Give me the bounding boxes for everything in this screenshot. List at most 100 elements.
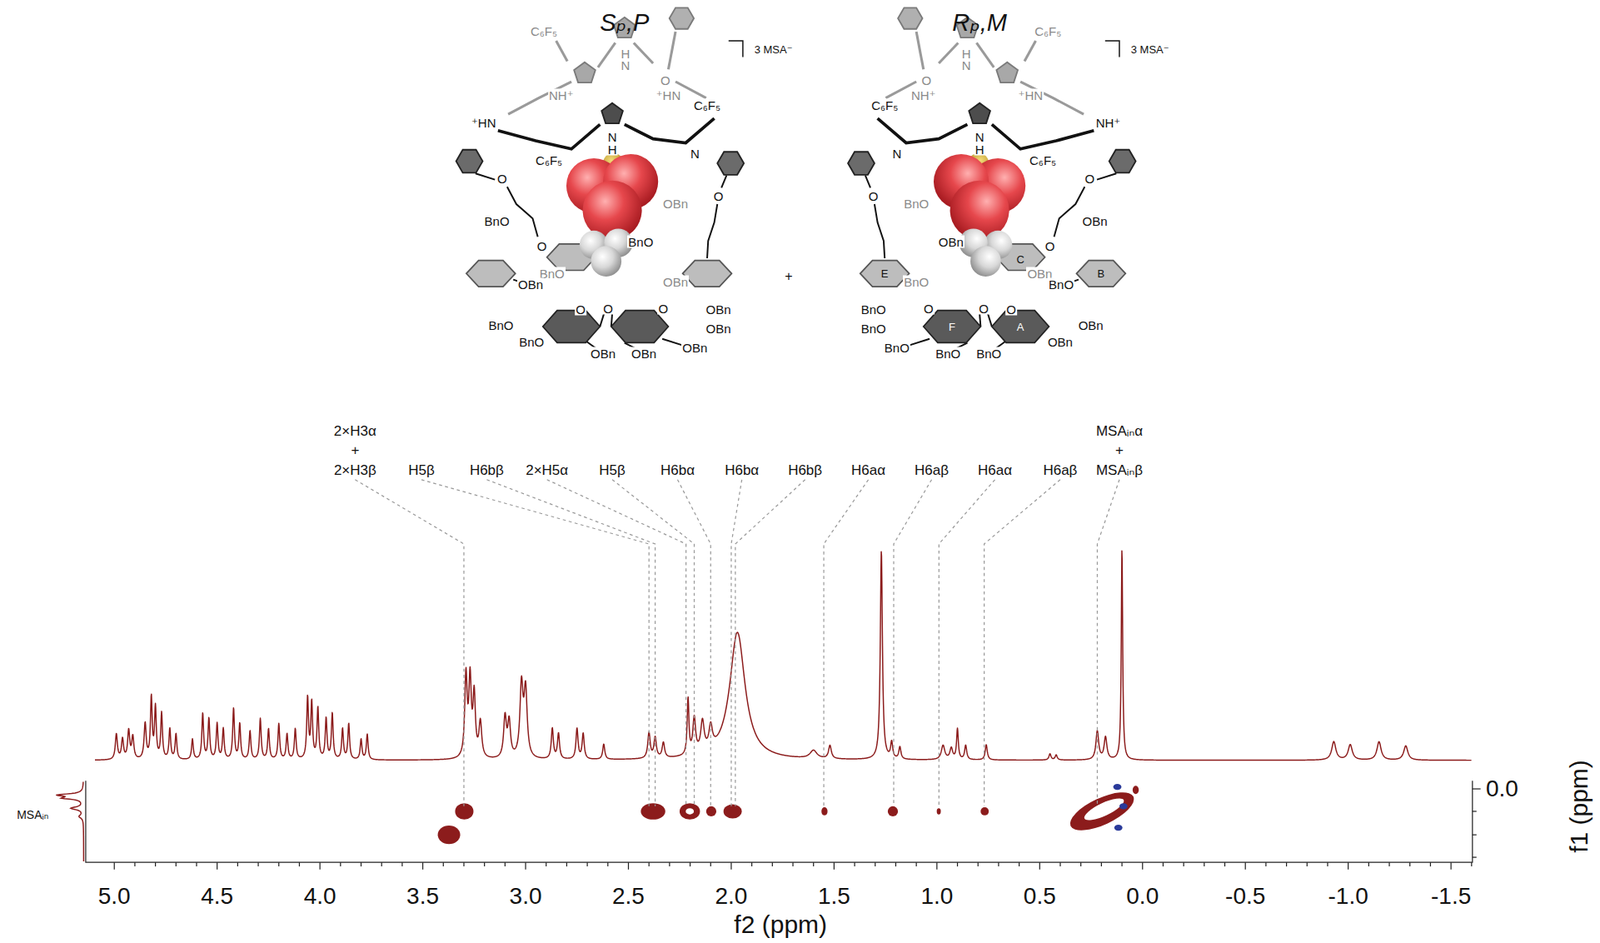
axis-minor-tick (874, 862, 876, 867)
axis-title: f1 (ppm) (1566, 759, 1592, 853)
axis-title: f2 (ppm) (733, 912, 828, 938)
axis-line (85, 780, 1473, 863)
negative-peak (1114, 824, 1123, 831)
axis-minor-tick (443, 862, 444, 867)
axis-minor-tick (895, 862, 897, 867)
cross-peak (821, 807, 828, 816)
axis-minor-tick (607, 862, 609, 867)
atom-label: H (607, 142, 619, 155)
axis-minor-tick (772, 862, 773, 867)
atom-label: N (974, 130, 986, 144)
counterion-label: 3 MSA⁻ (1131, 43, 1170, 55)
charge-bracket (728, 40, 743, 58)
atom-label: OBn (704, 303, 732, 316)
sugar-ring (466, 260, 516, 288)
sugar-ring (543, 310, 601, 344)
axis-minor-tick (751, 862, 753, 867)
atom-label: NH⁺ (548, 88, 575, 101)
cross-peak (887, 806, 898, 817)
cross-peak (937, 807, 942, 814)
cross-peak (706, 806, 717, 817)
axis-minor-tick (360, 862, 362, 867)
axis-minor-tick (1162, 862, 1164, 867)
tick-label: 1.0 (920, 884, 953, 908)
peak-assignment: MSAᵢₙβ (1096, 462, 1143, 477)
atom-label: O (496, 172, 509, 185)
assignment-leader (938, 479, 995, 807)
axis-minor-tick (1306, 862, 1308, 867)
methyl-sphere (590, 245, 622, 277)
atom-label: ⁺HN (1017, 88, 1045, 101)
axis-minor-tick (1368, 862, 1370, 867)
axis-tick (1472, 810, 1477, 812)
atom-label: OBn (517, 277, 544, 290)
axis-minor-tick (381, 862, 383, 867)
axis-minor-tick (134, 862, 135, 867)
atom-label: BnO (860, 303, 888, 316)
axis-minor-tick (1059, 862, 1061, 867)
bond-line (633, 42, 653, 64)
peak-assignment: + (1115, 443, 1124, 458)
atom-label: BnO (488, 318, 515, 331)
pyrrole-ring (601, 103, 624, 124)
tick-label: 2.0 (714, 884, 748, 908)
atom-label: BnO (627, 235, 654, 249)
axis-minor-tick (792, 862, 793, 867)
atom-label: OBn (662, 196, 689, 210)
peak-assignment: MSAᵢₙα (1096, 423, 1143, 439)
axis-minor-tick (1018, 862, 1020, 867)
axis-tick (1450, 862, 1452, 870)
atom-label: OBn (704, 322, 732, 335)
axis-minor-tick (154, 862, 156, 867)
bond-line (598, 42, 616, 67)
bond-line (556, 40, 568, 62)
axis-minor-tick (299, 862, 300, 867)
axis-tick (1472, 787, 1481, 789)
cross-peak (640, 802, 665, 820)
assignment-leader (731, 479, 743, 807)
tick-label: 2.5 (612, 884, 645, 908)
tick-label: -1.0 (1328, 884, 1369, 908)
atom-label: C₆F₅ (1028, 154, 1057, 167)
stereo-descriptor: Rₚ,M (952, 9, 1007, 35)
atom-label: C₆F₅ (529, 24, 559, 37)
assignment-leader (984, 479, 1061, 807)
atom-label: O (1044, 239, 1057, 253)
axis-minor-tick (916, 862, 918, 867)
atom-label: O (602, 301, 614, 315)
axis-minor-tick (710, 862, 712, 867)
atom-label: OBn (662, 275, 689, 289)
peak-assignment: 2×H3β (333, 462, 377, 477)
atom-label: O (1084, 172, 1097, 185)
plus-sign: + (784, 269, 793, 284)
atom-label: OBn (937, 235, 965, 249)
atom-label: O (977, 301, 990, 315)
peak-assignment: H6bβ (787, 462, 823, 477)
axis-tick (833, 862, 835, 870)
atom-label: NH⁺ (1095, 116, 1122, 130)
assignment-leader (486, 479, 655, 807)
peak-assignment: H5β (408, 462, 435, 477)
atom-label: OBn (1046, 335, 1074, 349)
axis-minor-tick (1388, 862, 1390, 867)
cross-peak-contour (1065, 784, 1140, 838)
atom-label: C₆F₅ (692, 99, 722, 112)
atom-label: N (961, 59, 972, 72)
molecule-drawing (456, 7, 744, 349)
atom-label: N (607, 130, 619, 144)
tick-label: -0.5 (1225, 884, 1266, 908)
atom-label: BnO (934, 346, 962, 359)
axis-tick (1039, 862, 1041, 870)
axis-minor-tick (997, 862, 999, 867)
atom-label: BnO (902, 275, 930, 289)
atom-label: H (974, 142, 986, 155)
peak-assignment: H6bα (660, 462, 695, 477)
axis-minor-tick (586, 862, 588, 867)
counterion-label: 3 MSA⁻ (754, 43, 793, 55)
cross-peak (1132, 785, 1139, 794)
atom-label: O (867, 189, 880, 203)
axis-tick (422, 862, 424, 870)
axis-tick (936, 862, 938, 870)
peak-assignment: H6aβ (914, 462, 949, 477)
